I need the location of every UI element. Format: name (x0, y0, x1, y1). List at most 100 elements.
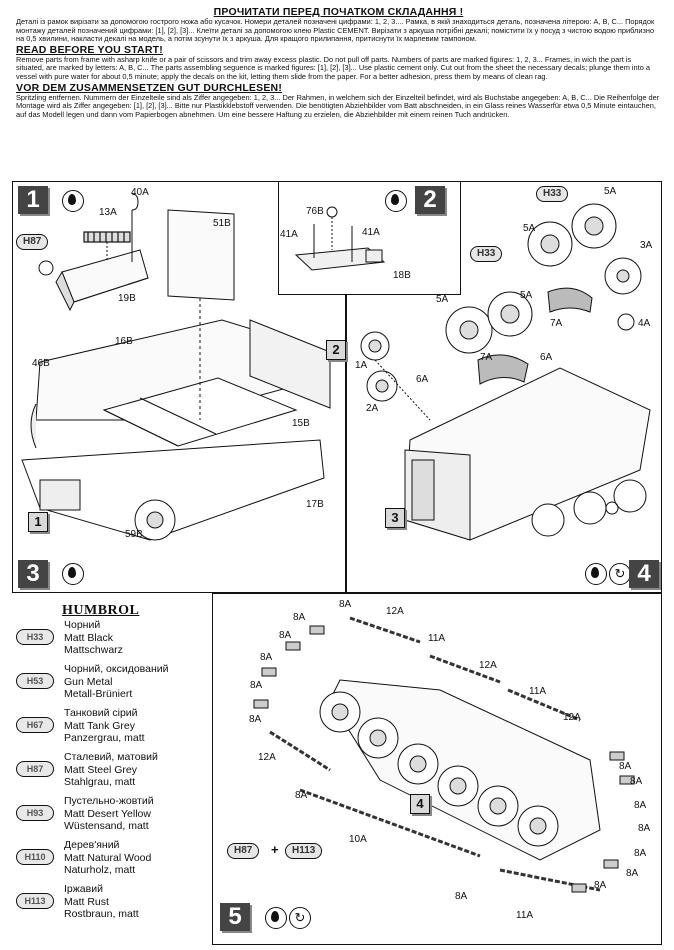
glue-drop-icon (265, 907, 287, 929)
part-label: 12A (563, 712, 581, 723)
sub-step-2: 2 (326, 340, 346, 360)
paint-code-badge: H67 (16, 717, 54, 733)
paint-name-de: Rostbraun, matt (64, 908, 139, 920)
part-label: 41A (362, 227, 380, 238)
paint-name-en: Matt Steel Grey (64, 763, 137, 776)
part-label: 1A (355, 360, 368, 371)
paint-name-en: Matt Natural Wood (64, 851, 152, 864)
sub-step-4: 4 (410, 794, 430, 814)
paint-code-badge: H33 (16, 629, 54, 645)
paint-name-ua: Чорний, оксидований (64, 663, 169, 675)
part-label: 7A (480, 352, 493, 363)
instructions-block: ПРОЧИТАТИ ПЕРЕД ПОЧАТКОМ СКЛАДАННЯ ! Дет… (16, 6, 661, 119)
step-number-4: 4 (629, 560, 659, 588)
part-label: 8A (626, 868, 639, 879)
part-label: 8A (634, 848, 647, 859)
part-label: 5A (523, 223, 536, 234)
step-5-vehicle (253, 616, 635, 893)
en-text: Remove parts from frame with asharp knif… (16, 54, 650, 81)
step-4-hull (360, 203, 651, 541)
part-label: 40A (131, 187, 149, 198)
paint-name-ua: Сталевий, матовий (64, 751, 158, 763)
part-label: 17B (306, 499, 324, 510)
step-3-hull (21, 209, 331, 541)
paint-name-de: Naturholz, matt (64, 864, 136, 876)
step-2-engine (294, 206, 386, 271)
brand-title: HUMBROL (62, 603, 140, 618)
paint-name-de: Panzergrau, matt (64, 732, 145, 744)
paint-code-badge: H87 (16, 234, 49, 250)
part-label: 5A (604, 186, 617, 197)
paint-code-badge: H33 (536, 186, 569, 202)
paint-code-badge: H113 (16, 893, 54, 909)
de-text: Spritzling entfernen. Nummern der Einzel… (16, 92, 660, 119)
glue-drop-icon (62, 563, 84, 585)
part-label: 8A (295, 790, 308, 801)
panel-step-5 (212, 593, 662, 945)
glue-drop-icon (585, 563, 607, 585)
part-label: 8A (260, 652, 273, 663)
part-label: 19B (118, 293, 136, 304)
part-label: 46B (32, 358, 50, 369)
paint-code-badge: H87 (16, 761, 54, 777)
part-label: 18B (393, 270, 411, 281)
scissors-mark-icon (38, 260, 54, 276)
part-label: 12A (386, 606, 404, 617)
step-number-1: 1 (18, 186, 48, 214)
part-label: 8A (339, 599, 352, 610)
paint-code-badge: H87 (227, 843, 260, 859)
paint-name-en: Matt Rust (64, 895, 109, 908)
part-label: 13A (99, 207, 117, 218)
glue-drop-icon (62, 190, 84, 212)
part-label: 8A (279, 630, 292, 641)
paint-code-badge: H33 (470, 246, 503, 262)
de-title: VOR DEM ZUSAMMENSETZEN GUT DURCHLESEN! (16, 81, 283, 94)
part-label: 8A (619, 761, 632, 772)
paint-code-badge: H93 (16, 805, 54, 821)
step-number-2: 2 (415, 186, 445, 214)
step-number-3: 3 (18, 560, 48, 588)
part-label: 5A (520, 290, 533, 301)
plus-sign: + (271, 842, 279, 857)
part-label: 15B (292, 418, 310, 429)
paint-code-badge: H110 (16, 849, 54, 865)
paint-name-ua: Пустельно-жовтий (64, 795, 154, 807)
part-label: 8A (455, 891, 468, 902)
part-label: 41A (280, 229, 298, 240)
ua-title: ПРОЧИТАТИ ПЕРЕД ПОЧАТКОМ СКЛАДАННЯ ! (213, 6, 464, 18)
paint-name-ua: Танковий сірий (64, 707, 138, 719)
part-label: 2A (366, 403, 379, 414)
paint-name-de: Wüstensand, matt (64, 820, 149, 832)
step-number-5: 5 (220, 903, 250, 931)
part-label: 8A (250, 680, 263, 691)
part-label: 6A (416, 374, 429, 385)
part-label: 10A (349, 834, 367, 845)
paint-code-badge: H53 (16, 673, 54, 689)
part-label: 11A (516, 910, 534, 921)
part-label: 16B (115, 336, 133, 347)
paint-name-de: Mattschwarz (64, 644, 123, 656)
part-label: 7A (550, 318, 563, 329)
part-label: 8A (638, 823, 651, 834)
rotate-icon: ↻ (289, 907, 311, 929)
paint-name-ua: Іржавий (64, 883, 103, 895)
paint-name-en: Matt Black (64, 631, 114, 644)
en-title: READ BEFORE YOU START! (16, 43, 163, 56)
part-label: 8A (634, 800, 647, 811)
part-label: 8A (630, 776, 643, 787)
